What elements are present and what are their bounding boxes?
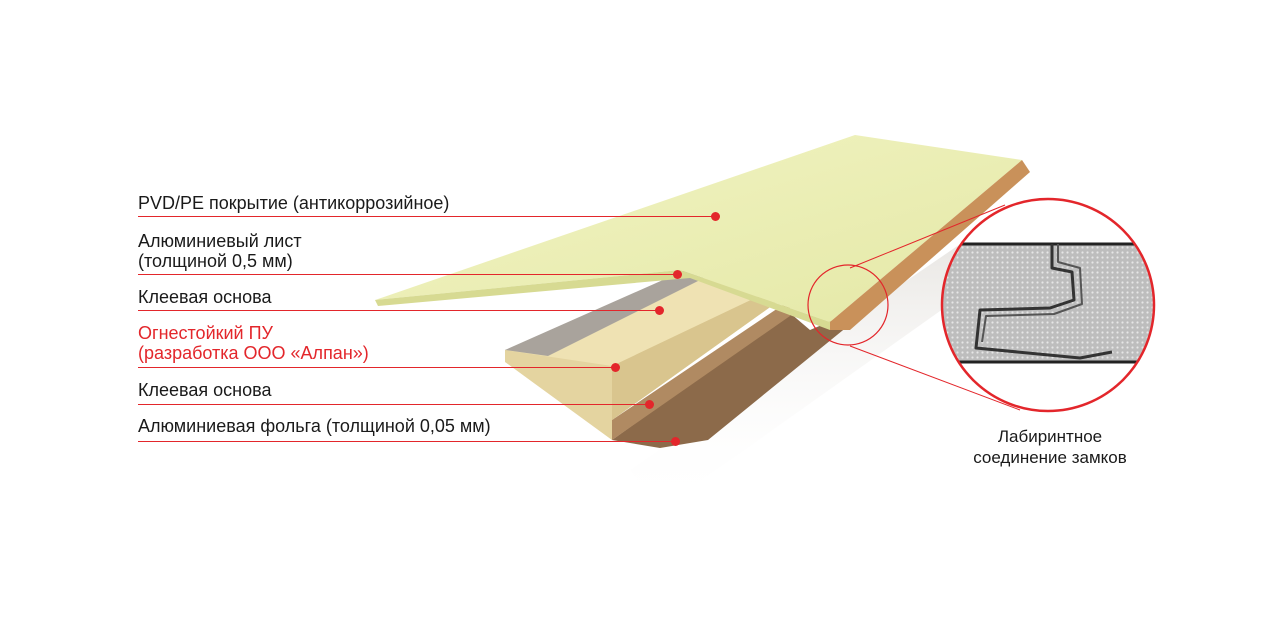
- dot-core: [611, 363, 620, 372]
- core-side: [612, 286, 780, 420]
- dot-foil: [671, 437, 680, 446]
- panel-top: [375, 135, 1022, 322]
- dot-sheet: [673, 270, 682, 279]
- panel-top-front: [375, 270, 830, 330]
- joint-caption: Лабиринтное соединение замков: [940, 426, 1160, 468]
- label-adhesive-top: Клеевая основа: [138, 287, 272, 307]
- leader-coating: [138, 216, 716, 217]
- label-coating: PVD/PE покрытие (антикоррозийное): [138, 193, 450, 213]
- dot-adhesive-bottom: [645, 400, 654, 409]
- label-core-line1: Огнестойкий ПУ: [138, 323, 273, 343]
- panel-edge: [830, 160, 1030, 330]
- caption-line2: соединение замков: [973, 448, 1127, 467]
- caption-line1: Лабиринтное: [997, 427, 1103, 446]
- adhesive-strip: [505, 268, 720, 356]
- dot-coating: [711, 212, 720, 221]
- label-adhesive-bottom: Клеевая основа: [138, 380, 272, 400]
- dot-adhesive-top: [655, 306, 664, 315]
- layer-bottom-adhesive: [612, 300, 790, 440]
- joint-magnifier: [942, 199, 1154, 411]
- label-foil: Алюминиевая фольга (толщиной 0,05 мм): [138, 416, 491, 436]
- leader-core: [138, 367, 616, 368]
- leader-sheet: [138, 274, 678, 275]
- detail-marker-ring: [807, 264, 889, 346]
- leader-foil: [138, 441, 676, 442]
- layer-foil: [612, 300, 880, 448]
- label-sheet-line1: Алюминиевый лист: [138, 231, 302, 251]
- label-core-line2: (разработка ООО «Алпан»): [138, 343, 369, 363]
- leader-adhesive-top: [138, 310, 660, 311]
- magnifier-border: [940, 197, 1156, 413]
- label-sheet-line2: (толщиной 0,5 мм): [138, 251, 293, 271]
- leader-adhesive-bottom: [138, 404, 650, 405]
- panel-shadow: [630, 210, 1040, 510]
